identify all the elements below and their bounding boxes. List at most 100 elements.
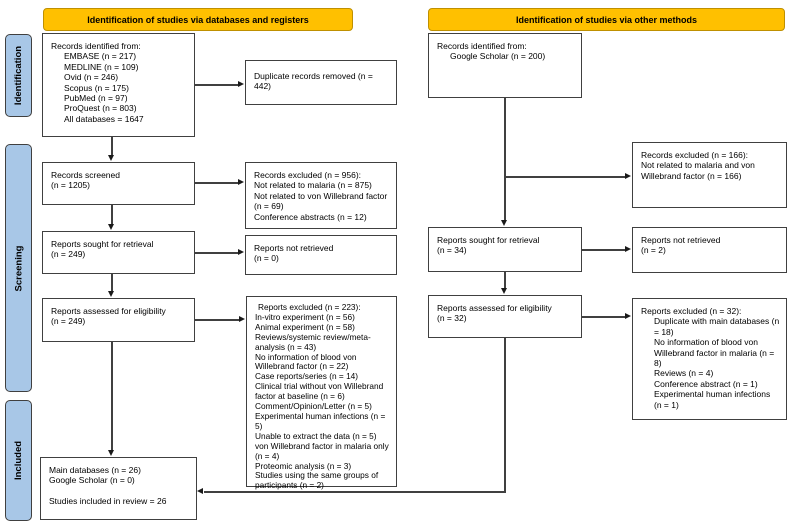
- text-line: (n = 2): [641, 245, 666, 256]
- text-line: (n = 249): [51, 249, 86, 260]
- text-line: Main databases (n = 26): [49, 465, 141, 475]
- text-line: von Willebrand factor in malaria only (n…: [255, 440, 389, 461]
- text-line: No information of blood von Willebrand f…: [654, 337, 775, 369]
- banner-other-methods: Identification of studies via other meth…: [428, 8, 785, 31]
- reports-sought-retrieval-other-box: Reports sought for retrieval (n = 34): [428, 227, 582, 272]
- text-line: Not related to von Willebrand factor (n …: [254, 190, 388, 212]
- records-screened-box: Records screened (n = 1205): [42, 162, 195, 205]
- text-line: PubMed (n = 97): [64, 93, 128, 104]
- arrowhead-down-icon: [501, 220, 507, 226]
- arrowhead-down-icon: [108, 450, 114, 456]
- text-line: All databases = 1647: [64, 113, 144, 124]
- text-line: Google Scholar (n = 200): [450, 51, 546, 62]
- reports-assessed-eligibility-other-box: Reports assessed for eligibility (n = 32…: [428, 295, 582, 338]
- stage-identification-label: Identification: [13, 45, 24, 106]
- text-line: Reports not retrieved: [641, 235, 721, 245]
- text-line: Records excluded (n = 956):: [254, 170, 362, 180]
- connector-gs-identified-to-sought: [504, 98, 506, 221]
- text-line: Reports excluded (n = 32):: [641, 306, 742, 316]
- text-line: Duplicate with main databases (n = 18): [654, 316, 780, 337]
- text-line: Reports not retrieved: [254, 243, 334, 253]
- reports-excluded-eligibility-other-box: Reports excluded (n = 32): Duplicate wit…: [632, 298, 787, 420]
- arrowhead-right-icon: [625, 313, 631, 319]
- text-line: Comment/Opinion/Letter (n = 5): [255, 401, 372, 412]
- text-line: Experimental human infections (n = 5): [255, 410, 386, 431]
- text-line: Reviews/systemic review/meta-analysis (n…: [255, 331, 371, 352]
- reports-assessed-eligibility-box: Reports assessed for eligibility (n = 24…: [42, 298, 195, 342]
- connector-assessed-other-down: [504, 338, 506, 493]
- text-line: ProQuest (n = 803): [64, 103, 137, 114]
- text-line: No information of blood von Willebrand f…: [255, 351, 357, 372]
- text-line: Reports assessed for eligibility: [437, 303, 552, 313]
- connector-sought-to-assessed-other: [504, 272, 506, 289]
- text-line: (n = 249): [51, 316, 86, 327]
- text-line: Clinical trial without von Willebrand fa…: [255, 381, 384, 402]
- connector-screened-to-sought: [111, 205, 113, 225]
- connector-sought-to-not-retrieved: [195, 252, 238, 254]
- stage-identification: Identification: [5, 34, 32, 117]
- connector-assessed-to-excluded: [195, 319, 239, 321]
- arrowhead-right-icon: [239, 316, 245, 322]
- connector-screened-to-excluded: [195, 182, 238, 184]
- text-line: Records identified from:: [51, 41, 141, 51]
- text-line: Reports excluded (n = 223):: [258, 302, 361, 312]
- text-line: Proteomic analysis (n = 3): [255, 460, 352, 471]
- records-excluded-other-box: Records excluded (n = 166): Not related …: [632, 142, 787, 208]
- included-studies-box: Main databases (n = 26) Google Scholar (…: [40, 457, 197, 520]
- arrowhead-right-icon: [238, 249, 244, 255]
- text-line: (n = 34): [437, 245, 467, 256]
- text-line: Reports sought for retrieval: [437, 235, 540, 245]
- arrowhead-down-icon: [108, 155, 114, 161]
- text-line: Conference abstracts (n = 12): [254, 211, 367, 222]
- text-line: EMBASE (n = 217): [64, 51, 137, 62]
- reports-excluded-eligibility-box: Reports excluded (n = 223): In-vitro exp…: [246, 296, 397, 490]
- arrowhead-left-icon: [197, 488, 203, 494]
- text-line: Not related to malaria and von Willebran…: [641, 160, 755, 181]
- text-line: (n = 0): [254, 253, 279, 264]
- text-line: In-vitro experiment (n = 56): [255, 311, 355, 322]
- arrowhead-right-icon: [238, 81, 244, 87]
- arrowhead-right-icon: [238, 179, 244, 185]
- connector-sought-to-assessed: [111, 274, 113, 292]
- text-line: Records excluded (n = 166):: [641, 150, 749, 160]
- text-line: Google Scholar (n = 0): [49, 475, 135, 486]
- text-line: Animal experiment (n = 58): [255, 321, 355, 332]
- duplicate-records-removed-box: Duplicate records removed (n = 442): [245, 60, 397, 105]
- text-line: Case reports/series (n = 14): [255, 371, 359, 382]
- banner-databases-registers: Identification of studies via databases …: [43, 8, 353, 31]
- text-line: Studies included in review = 26: [49, 495, 167, 506]
- stage-included-label: Included: [13, 440, 24, 481]
- connector-other-to-included: [204, 491, 506, 493]
- records-excluded-screening-box: Records excluded (n = 956): Not related …: [245, 162, 397, 229]
- text-line: MEDLINE (n = 109): [64, 61, 139, 72]
- records-identified-databases-box: Records identified from: EMBASE (n = 217…: [42, 33, 195, 137]
- connector-assessed-to-included: [111, 342, 113, 451]
- reports-not-retrieved-other-box: Reports not retrieved (n = 2): [632, 227, 787, 273]
- arrowhead-right-icon: [625, 246, 631, 252]
- connector-sought-to-not-retrieved-other: [582, 249, 625, 251]
- arrowhead-down-icon: [501, 288, 507, 294]
- stage-screening: Screening: [5, 144, 32, 392]
- connector-identified-to-screened: [111, 137, 113, 156]
- text-line: (n = 1205): [51, 180, 90, 191]
- reports-sought-retrieval-box: Reports sought for retrieval (n = 249): [42, 231, 195, 274]
- text-line: Conference abstract (n = 1): [654, 378, 758, 389]
- text-line: Not related to malaria (n = 875): [254, 180, 372, 191]
- connector-assessed-to-excluded-other: [582, 316, 625, 318]
- text-line: Unable to extract the data (n = 5): [255, 430, 377, 441]
- text-line: Experimental human infections (n = 1): [654, 389, 771, 410]
- connector-identified-to-duplicates: [195, 84, 238, 86]
- stage-screening-label: Screening: [13, 245, 24, 291]
- reports-not-retrieved-box: Reports not retrieved (n = 0): [245, 235, 397, 275]
- stage-included: Included: [5, 400, 32, 521]
- arrowhead-down-icon: [108, 291, 114, 297]
- arrowhead-right-icon: [625, 173, 631, 179]
- arrowhead-down-icon: [108, 224, 114, 230]
- text-line: Records screened: [51, 170, 120, 180]
- text-line: Reports assessed for eligibility: [51, 306, 166, 316]
- text-line: Duplicate records removed (n = 442): [254, 71, 373, 92]
- text-line: Scopus (n = 175): [64, 82, 129, 93]
- text-line: Reviews (n = 4): [654, 368, 714, 379]
- text-line: (n = 32): [437, 313, 467, 324]
